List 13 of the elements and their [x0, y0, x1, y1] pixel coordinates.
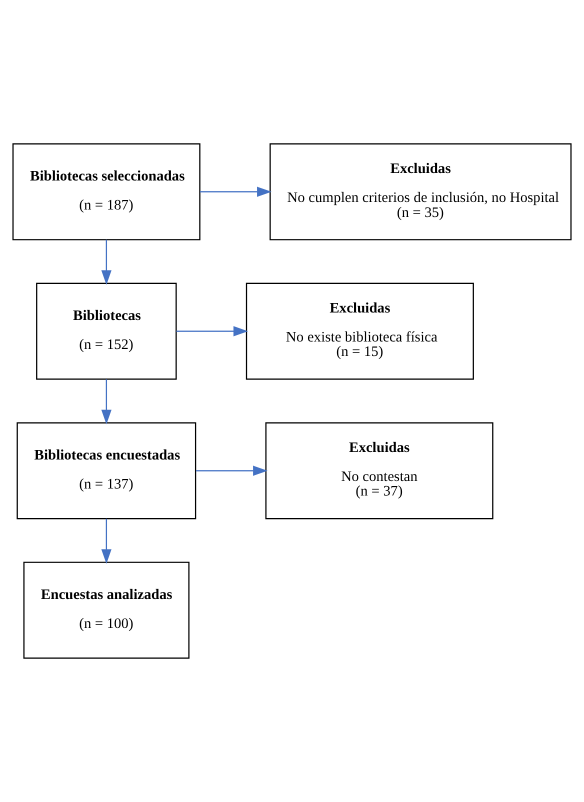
node-box: Excluidas No cumplen criterios de inclusión, no Hospital (n = 35): [270, 143, 572, 240]
arrow: [196, 466, 268, 476]
arrow: [101, 518, 112, 564]
arrow: [101, 379, 112, 424]
node-box: Excluidas No existe biblioteca física (n = 15): [246, 282, 474, 380]
arrow: [200, 186, 272, 197]
node-box: Bibliotecas (n = 152): [36, 282, 177, 380]
node-box: Bibliotecas seleccionadas (n = 187): [12, 143, 200, 240]
node-box: Excluidas No contestan (n = 37): [265, 422, 494, 520]
node-box: Bibliotecas encuestadas (n = 137): [16, 422, 196, 520]
arrow: [101, 240, 112, 285]
node-box: Encuestas analizadas (n = 100): [23, 562, 190, 659]
arrow: [176, 326, 248, 336]
